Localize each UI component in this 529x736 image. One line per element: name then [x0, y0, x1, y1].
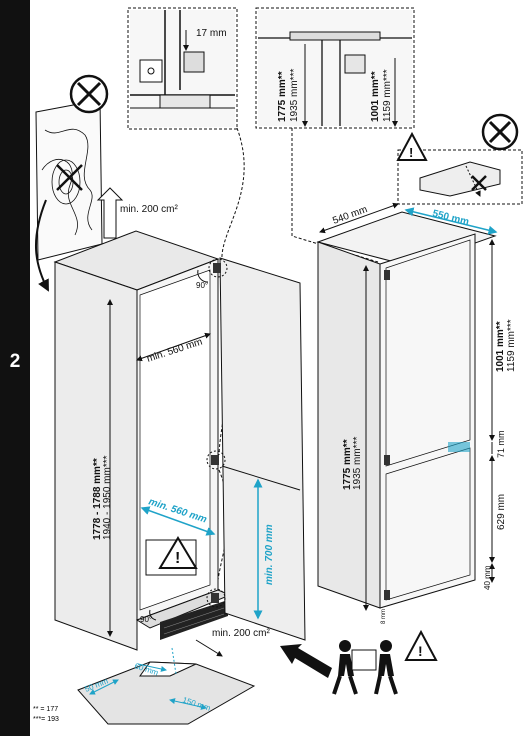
niche-height-177: 1778 - 1788 mm** — [92, 458, 103, 540]
door-height: min. 700 mm — [264, 524, 275, 585]
angle-top: 90° — [196, 281, 208, 290]
prohibited-icon — [481, 113, 519, 151]
top-upper-193: 1159 mm*** — [382, 69, 393, 122]
wood-wall-prohibited — [35, 99, 103, 261]
appliance-depth: 540 mm — [331, 204, 369, 227]
appliance-foot: 8 mm — [381, 609, 387, 624]
sidebar-strip — [0, 0, 30, 736]
niche-cabinet — [53, 230, 232, 651]
person-icon — [332, 640, 398, 695]
top-height-193: 1935 mm*** — [289, 69, 300, 122]
footnote-177: ** = 177 — [33, 706, 59, 713]
vent-bottom-label: min. 200 cm² — [212, 628, 270, 639]
arrow-icon — [280, 644, 332, 678]
vent-arrow-top: min. 200 cm² — [96, 187, 178, 239]
step-number: 2 — [9, 351, 21, 372]
detail-hinge-box: 17 mm — [127, 7, 238, 130]
appliance-upper-177: 1001 mm** — [495, 321, 506, 372]
warning-icon: ! — [145, 536, 198, 576]
warning-icon: ! — [404, 629, 438, 661]
niche-height-193: 1940 - 1950 mm*** — [102, 455, 113, 540]
appliance-upper-193: 1159 mm*** — [506, 319, 517, 372]
furniture-door — [219, 257, 306, 641]
footnote-193: ***= 193 — [33, 716, 59, 723]
appliance-base: 40 mm — [483, 565, 492, 590]
appliance-lower: 629 mm — [496, 494, 507, 530]
prohibited-icon — [69, 74, 109, 114]
top-height-177: 1775 mm** — [277, 71, 288, 122]
angle-bottom: 90° — [140, 615, 152, 624]
warning-icon: ! — [396, 131, 428, 161]
detail-heights-box: 1775 mm** 1935 mm*** 1001 mm** 1159 mm**… — [255, 7, 415, 129]
hinge-markers — [206, 258, 228, 608]
gap-label: 17 mm — [196, 28, 227, 39]
appliance — [316, 211, 497, 609]
svg-text:!: ! — [418, 643, 423, 659]
appliance-height-193: 1935 mm*** — [352, 437, 363, 490]
appliance-gap: 71 mm — [496, 430, 506, 458]
plinth-footprint: 50 mm 60 mm 150 mm — [77, 647, 256, 725]
top-upper-177: 1001 mm** — [370, 71, 381, 122]
svg-text:!: ! — [409, 145, 413, 160]
vent-top-label: min. 200 cm² — [120, 204, 178, 215]
svg-text:!: ! — [175, 550, 180, 567]
appliance-height-177: 1775 mm** — [342, 439, 353, 490]
